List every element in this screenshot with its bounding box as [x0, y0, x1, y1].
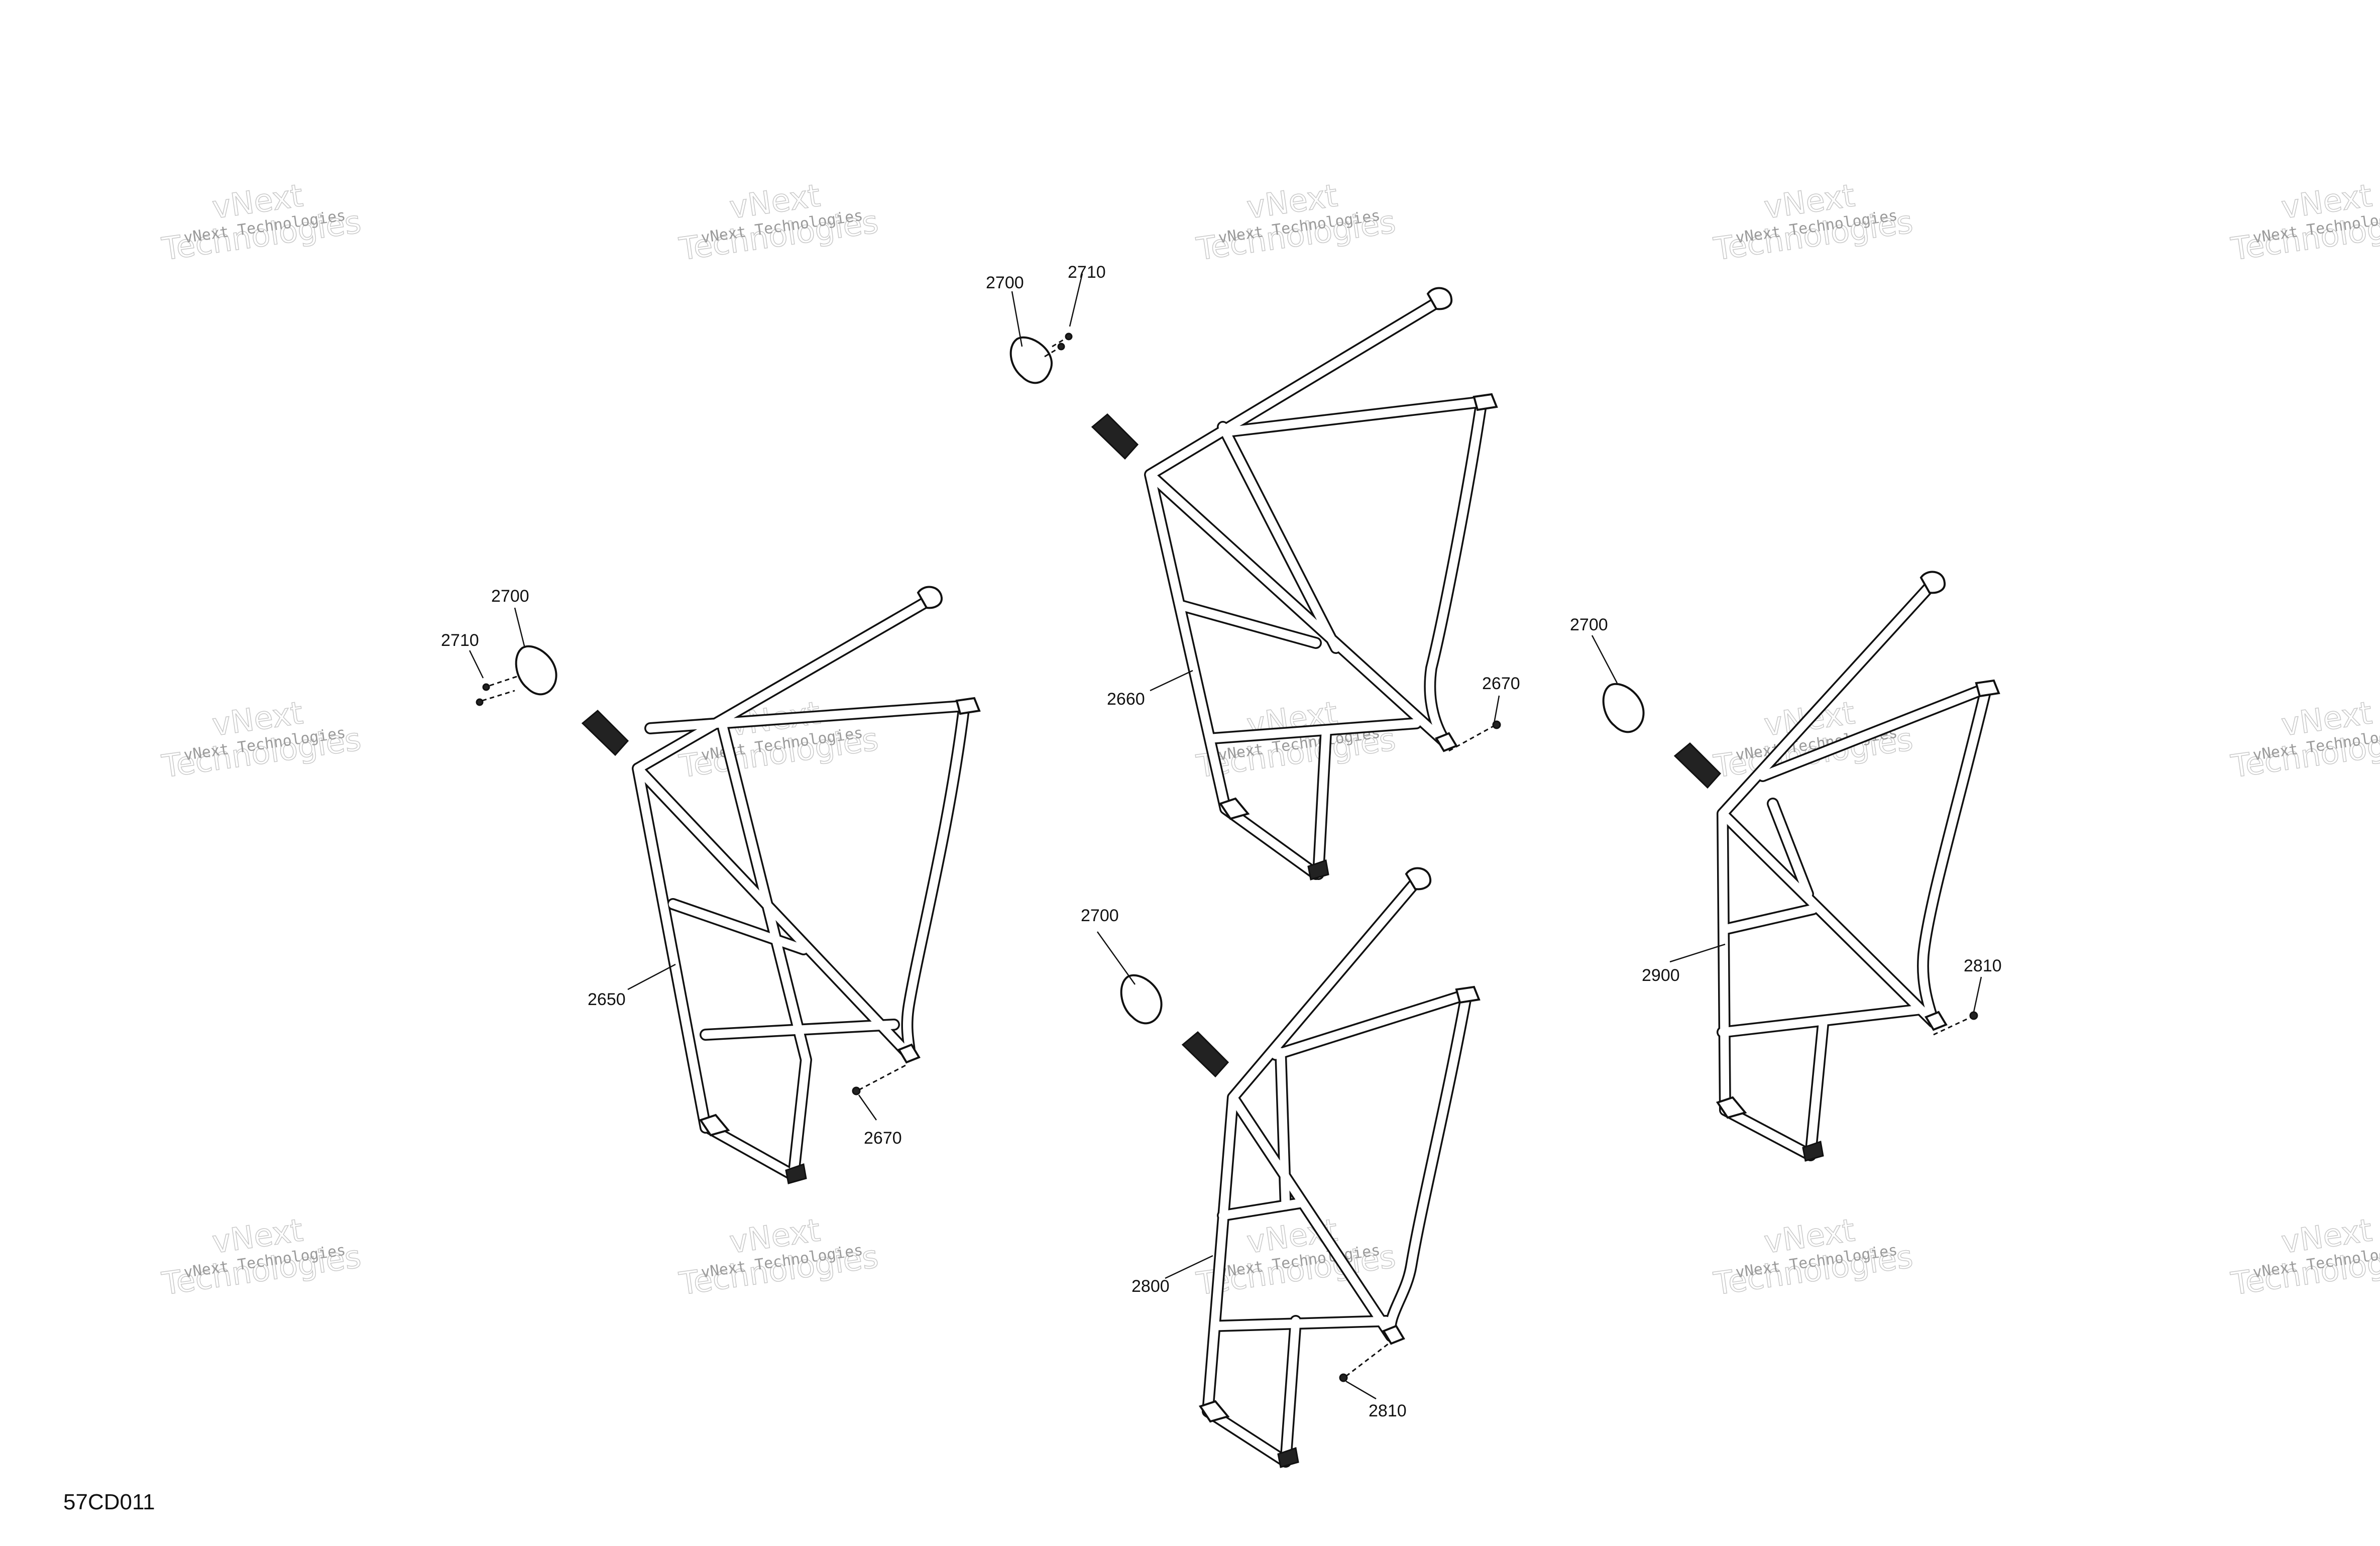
bracket-2700-b[interactable] [515, 645, 557, 696]
harness-2900[interactable] [1673, 571, 2000, 1162]
callout-2670: 2670 [1482, 674, 1520, 693]
callout-2700: 2700 [491, 587, 529, 606]
callout-2900: 2900 [1642, 966, 1680, 985]
bracket-2700-d[interactable] [1602, 683, 1645, 733]
bracket-2700-a[interactable] [1009, 336, 1053, 384]
screw-2810-a[interactable] [1339, 1343, 1389, 1382]
screw-2710-a[interactable] [1044, 333, 1073, 358]
harness-2800[interactable] [1181, 867, 1481, 1468]
harness-2660[interactable] [1091, 287, 1498, 880]
screw-2710-b[interactable] [476, 675, 520, 706]
callout-2810: 2810 [1964, 956, 2002, 975]
callout-2670: 2670 [864, 1129, 902, 1148]
callout-2710: 2710 [1068, 263, 1106, 282]
callout-2800: 2800 [1131, 1277, 1170, 1296]
callout-2660: 2660 [1107, 690, 1145, 709]
harness-2650[interactable] [581, 586, 981, 1184]
callout-2700: 2700 [986, 273, 1024, 292]
callout-2650: 2650 [588, 990, 626, 1009]
diagram-id: 57CD011 [63, 1490, 155, 1514]
screw-2670-b[interactable] [1448, 720, 1501, 752]
bracket-2700-c[interactable] [1120, 974, 1163, 1025]
callout-2700: 2700 [1570, 615, 1608, 634]
callout-2710: 2710 [441, 631, 479, 650]
callout-2810: 2810 [1369, 1401, 1407, 1420]
callout-2700: 2700 [1081, 906, 1119, 925]
leader-lines [469, 273, 1982, 1400]
screw-2670-a[interactable] [852, 1064, 907, 1095]
callout-labels: 2700 2710 2700 2710 2650 2670 2660 2670 … [441, 263, 2002, 1420]
